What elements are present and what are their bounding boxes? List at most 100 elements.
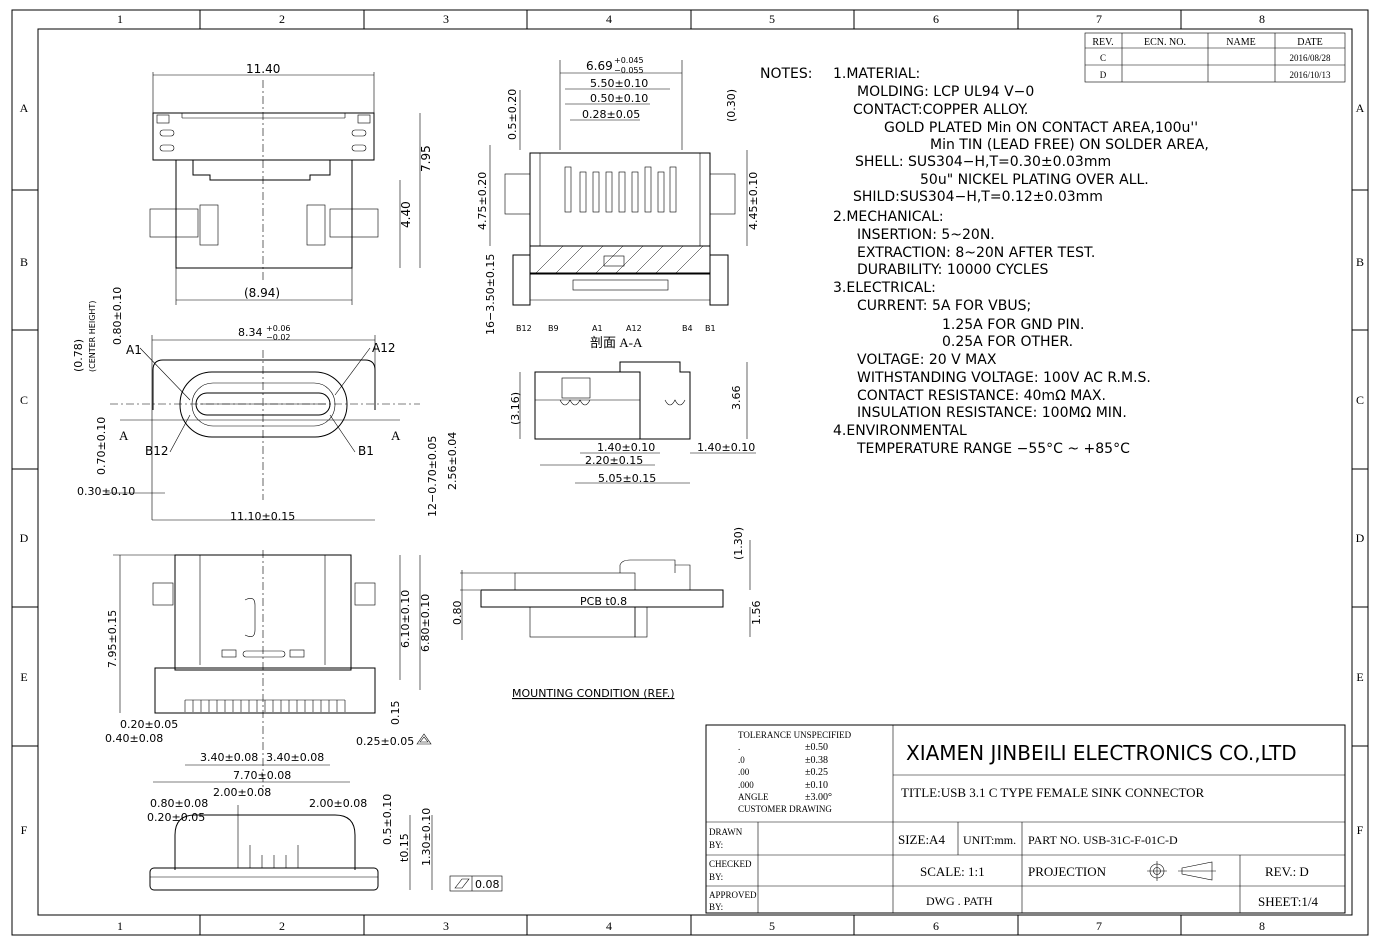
zone-row-a-right: A xyxy=(1356,101,1365,115)
drawn-by-label: DRAWN xyxy=(709,827,743,837)
zone-row-e-right: E xyxy=(1356,670,1363,684)
name-header: NAME xyxy=(1226,37,1255,48)
note-line: 1.25A FOR GND PIN. xyxy=(942,317,1085,333)
rev-cell: C xyxy=(1100,53,1106,63)
note-line: DURABILITY: 10000 CYCLES xyxy=(857,262,1049,278)
date-header: DATE xyxy=(1297,37,1323,48)
date-cell: 2016/08/28 xyxy=(1289,53,1331,63)
dim-label: 3.40±0.08 xyxy=(200,751,258,764)
zone-labels: 1 2 3 4 5 6 7 8 1 2 3 4 5 6 7 8 A B C D … xyxy=(20,12,1365,933)
zone-col-1-bottom: 1 xyxy=(117,919,123,933)
rear-view xyxy=(149,805,503,892)
zone-col-1: 1 xyxy=(117,12,123,26)
dim-label: 0.50±0.10 xyxy=(590,92,648,105)
rev-header: REV. xyxy=(1092,37,1113,48)
dim-label: 6.69 xyxy=(586,59,613,73)
section-mark-right: A xyxy=(391,428,401,443)
section-title: 剖面 A-A xyxy=(590,335,643,350)
top-view xyxy=(149,72,421,305)
dim-label: 0.30±0.10 xyxy=(77,485,135,498)
checked-by-label: CHECKED xyxy=(709,859,752,869)
zone-col-3-bottom: 3 xyxy=(443,919,449,933)
note-line: SHELL: SUS304−H,T=0.30±0.03mm xyxy=(855,154,1111,170)
pin-label-a1: A1 xyxy=(126,343,142,357)
dim-label: 0.5±0.10 xyxy=(381,794,394,845)
zone-col-5: 5 xyxy=(769,12,775,26)
dim-label: (3.16) xyxy=(509,392,522,425)
dim-label: 1.40±0.10 xyxy=(597,441,655,454)
dim-label: 0.20±0.05 xyxy=(147,811,205,824)
flatness-symbol xyxy=(449,875,503,892)
note-line: CURRENT: 5A FOR VBUS; xyxy=(857,298,1031,314)
dim-label: 0.28±0.05 xyxy=(582,108,640,121)
dim-label: 0.80±0.10 xyxy=(111,287,124,345)
tolerance-key: ANGLE xyxy=(738,792,769,802)
projection-label: PROJECTION xyxy=(1028,864,1107,879)
section-pin-label: A1 xyxy=(592,324,603,333)
dim-label: 12−0.70±0.05 xyxy=(426,436,439,517)
dim-label: 5.50±0.10 xyxy=(590,77,648,90)
dim-label: 4.45±0.10 xyxy=(747,172,760,230)
note-line: WITHSTANDING VOLTAGE: 100V AC R.M.S. xyxy=(857,370,1151,386)
pin-label-b1: B1 xyxy=(358,444,374,458)
side-view xyxy=(519,361,756,484)
dim-label: 1.56 xyxy=(750,601,763,626)
note-line: GOLD PLATED Min ON CONTACT AREA,100u'' xyxy=(884,120,1198,136)
front-view xyxy=(105,335,420,521)
section-hatch xyxy=(534,245,704,275)
zone-row-d: D xyxy=(20,531,29,545)
zone-row-d-right: D xyxy=(1356,531,1365,545)
tolerance-key: .00 xyxy=(738,767,750,777)
note-line: Min TIN (LEAD FREE) ON SOLDER AREA, xyxy=(930,137,1209,153)
note-line: INSERTION: 5~20N. xyxy=(857,227,995,243)
zone-col-3: 3 xyxy=(443,12,449,26)
section-pin-label: B12 xyxy=(516,324,532,333)
dim-label: (0.78) xyxy=(72,339,85,372)
dim-label: 2.20±0.15 xyxy=(585,454,643,467)
dim-label: 0.5±0.20 xyxy=(506,89,519,140)
tolerance-value: ±0.38 xyxy=(805,755,828,766)
zone-row-b-right: B xyxy=(1356,255,1364,269)
zone-row-f: F xyxy=(21,823,28,837)
tolerance-value: ±0.50 xyxy=(805,742,828,753)
dimension-labels: 11.40 7.95 4.40 (8.94) 6.69 +0.045 −0.05… xyxy=(72,56,763,891)
center-height-label: (CENTER HEIGHT) xyxy=(88,301,97,372)
zone-col-4: 4 xyxy=(606,12,612,26)
zone-col-2-bottom: 2 xyxy=(279,919,285,933)
zone-col-7-bottom: 7 xyxy=(1096,919,1102,933)
dim-label: 0.80±0.08 xyxy=(150,797,208,810)
dim-label: 6.80±0.10 xyxy=(419,594,432,652)
dim-label: 1.40±0.10 xyxy=(697,441,755,454)
dim-label: 0.80 xyxy=(451,601,464,626)
part-number: PART NO. USB-31C-F-01C-D xyxy=(1028,833,1178,847)
title-block: TOLERANCE UNSPECIFIED . ±0.50 .0 ±0.38 .… xyxy=(705,724,1346,914)
dim-label: 3.66 xyxy=(730,386,743,411)
pcb-label: PCB t0.8 xyxy=(580,595,627,608)
section-pin-label: B4 xyxy=(682,324,693,333)
ecn-header: ECN. NO. xyxy=(1144,37,1186,48)
pin-label-a12: A12 xyxy=(372,341,395,355)
pin-label-b12: B12 xyxy=(145,444,169,458)
dim-label: t0.15 xyxy=(398,833,411,862)
zone-row-f-right: F xyxy=(1357,823,1364,837)
dim-label: (0.30) xyxy=(725,89,738,122)
customer-drawing-label: CUSTOMER DRAWING xyxy=(738,804,832,814)
zone-col-4-bottom: 4 xyxy=(606,919,612,933)
section-pin-label: B9 xyxy=(548,324,559,333)
mounting-condition-label: MOUNTING CONDITION (REF.) xyxy=(512,687,675,700)
tolerance-key: .000 xyxy=(738,780,754,790)
date-cell: 2016/10/13 xyxy=(1289,70,1331,80)
zone-col-2: 2 xyxy=(279,12,285,26)
dim-label: 6.10±0.10 xyxy=(399,590,412,648)
tolerance-plus: +0.045 xyxy=(614,56,644,65)
dim-label: 1.30±0.10 xyxy=(420,808,433,866)
note-line: 2.MECHANICAL: xyxy=(833,209,944,225)
note-line: 0.25A FOR OTHER. xyxy=(942,334,1073,350)
dim-label: (8.94) xyxy=(244,286,280,300)
dim-label: 3.40±0.08 xyxy=(266,751,324,764)
dim-label: (1.30) xyxy=(732,527,745,560)
dim-label: 7.95 xyxy=(419,145,433,172)
tolerance-minus: −0.02 xyxy=(266,333,291,342)
note-line: 3.ELECTRICAL: xyxy=(833,280,936,296)
note-line: 1.MATERIAL: xyxy=(833,66,920,82)
